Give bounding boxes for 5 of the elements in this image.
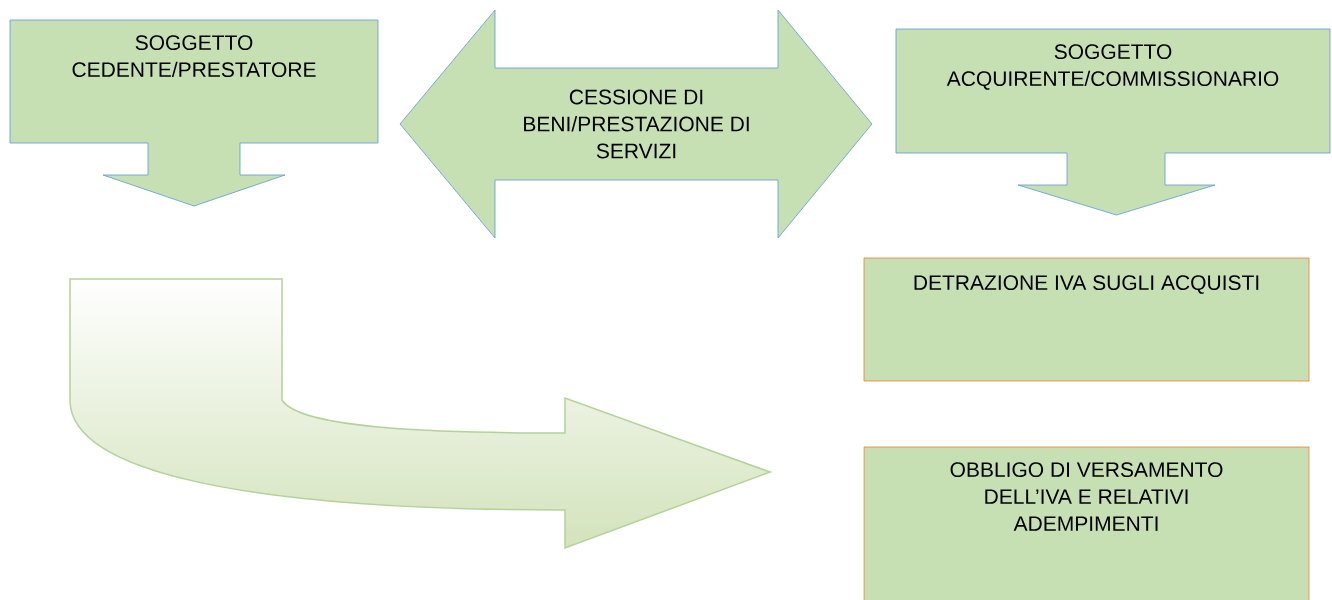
- callout-box: SOGGETTO CEDENTE/PRESTATORE: [9, 19, 379, 207]
- process-box: OBBLIGO DI VERSAMENTO DELL’IVA E RELATIVI ADEMPIMENTI: [863, 446, 1310, 600]
- callout-box: SOGGETTO ACQUIRENTE/COMMISSIONARIO: [895, 28, 1331, 216]
- bent-arrow: [69, 278, 771, 549]
- process-box: DETRAZIONE IVA SUGLI ACQUISTI: [863, 257, 1310, 382]
